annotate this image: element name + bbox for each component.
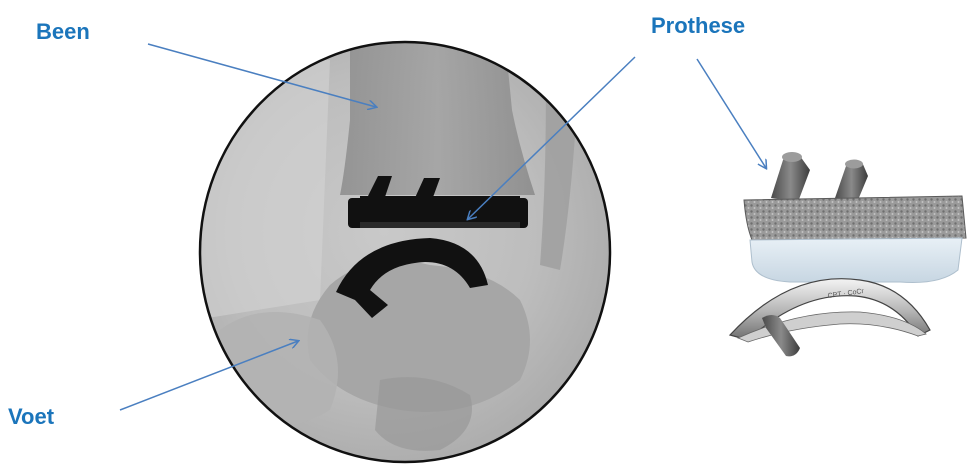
label-voet: Voet	[8, 404, 54, 430]
polyethylene-insert	[750, 238, 962, 283]
label-prothese: Prothese	[651, 13, 745, 39]
prosthesis-image: CPT · CoCr	[730, 152, 966, 356]
tibia-bone	[340, 38, 535, 195]
calcaneus-bone	[214, 312, 338, 428]
tibial-plate	[744, 196, 966, 240]
arrow-prothese-photo	[697, 59, 766, 168]
label-been: Been	[36, 19, 90, 45]
